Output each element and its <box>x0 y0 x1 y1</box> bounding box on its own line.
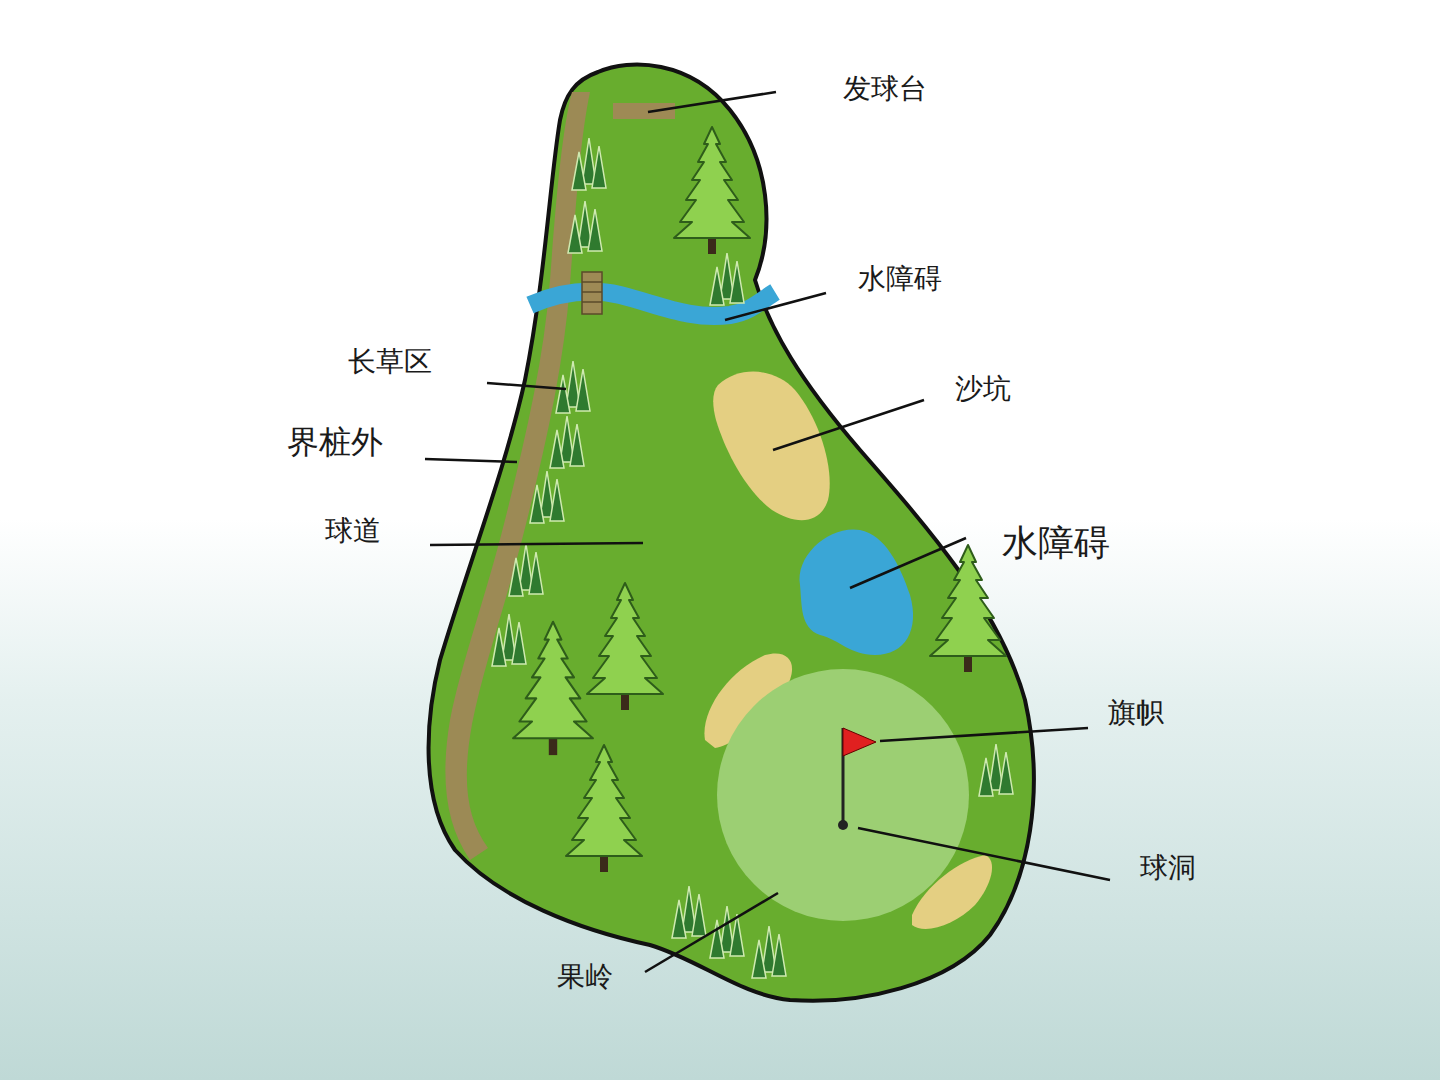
callout-label: 球道 <box>325 516 381 547</box>
callout-label: 果岭 <box>557 962 613 993</box>
callout-label: 水障碍 <box>858 264 942 295</box>
hole <box>838 820 848 830</box>
fairway-bunker <box>713 372 830 521</box>
callout-label: 旗帜 <box>1108 698 1164 729</box>
callout-label: 沙坑 <box>955 374 1011 405</box>
callout-label: 界桩外 <box>287 425 383 460</box>
tee-box <box>613 103 675 119</box>
callout-label: 长草区 <box>348 347 432 378</box>
pond <box>800 529 914 655</box>
callout-label: 发球台 <box>843 74 927 105</box>
bridge <box>582 272 602 314</box>
flag <box>843 728 876 756</box>
rough-trees <box>492 138 1013 978</box>
putting-green <box>717 669 969 921</box>
out-of-bounds-strip <box>445 92 590 860</box>
leader-lines <box>425 92 1110 972</box>
course-outline <box>429 65 1034 1001</box>
callout-label: 水障碍 <box>1002 523 1110 563</box>
pine-trees <box>513 127 1006 872</box>
side-bunker <box>912 855 992 929</box>
callout-label: 球洞 <box>1140 853 1196 884</box>
